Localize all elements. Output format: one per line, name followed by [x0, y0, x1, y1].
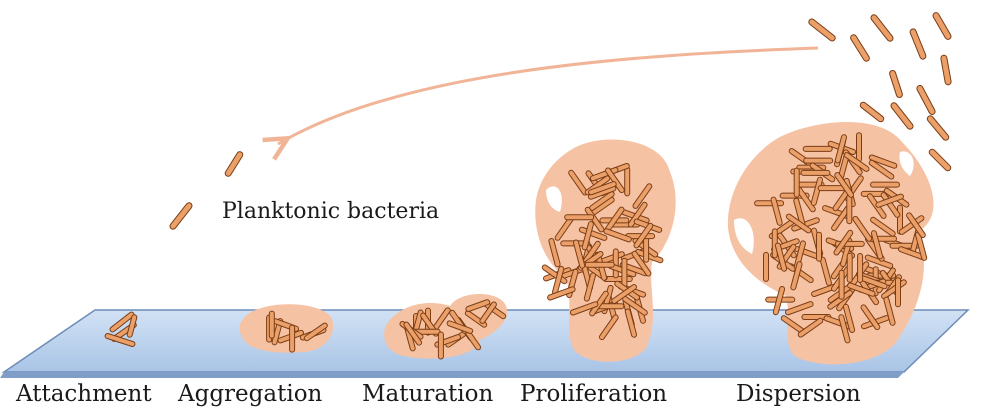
stage-label-proliferation: Proliferation	[520, 381, 667, 407]
stage-label-aggregation: Aggregation	[177, 381, 323, 407]
dispersion-return-arrow	[278, 48, 818, 144]
stage-label-maturation: Maturation	[362, 381, 493, 407]
planktonic-bacteria-label: Planktonic bacteria	[222, 199, 439, 224]
stage-label-dispersion: Dispersion	[736, 381, 861, 407]
stage-label-attachment: Attachment	[15, 381, 152, 407]
